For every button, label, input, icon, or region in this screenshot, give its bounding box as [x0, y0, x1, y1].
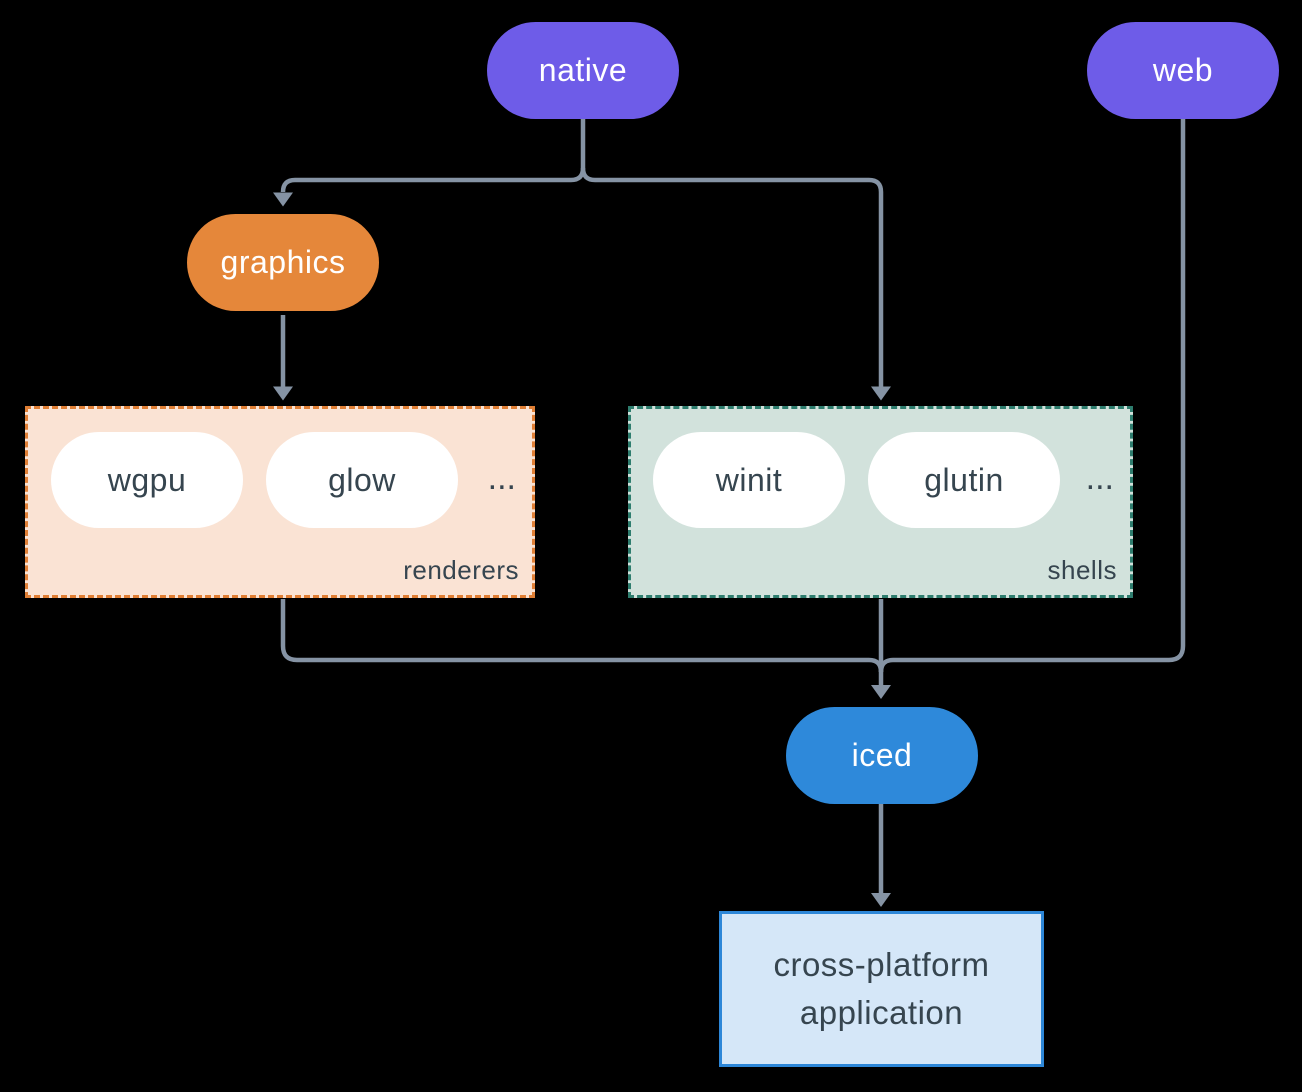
node-glow-label: glow	[328, 461, 396, 498]
arrowhead-shells	[871, 386, 891, 401]
group-shells: winit glutin ... shells	[628, 406, 1133, 598]
node-web[interactable]: web	[1087, 22, 1279, 119]
application-label-line1: cross-platform	[773, 946, 990, 983]
arrowhead-application	[871, 893, 891, 907]
node-winit[interactable]: winit	[653, 432, 845, 528]
arrowhead-graphics	[273, 192, 293, 207]
node-glutin[interactable]: glutin	[868, 432, 1060, 528]
node-iced-label: iced	[851, 737, 913, 773]
node-graphics[interactable]: graphics	[187, 214, 379, 311]
arrowhead-iced	[871, 685, 891, 699]
renderers-group-label: renderers	[403, 555, 519, 585]
node-glutin-label: glutin	[924, 461, 1004, 498]
shells-ellipsis: ...	[1085, 459, 1114, 497]
node-wgpu-label: wgpu	[107, 461, 187, 498]
node-web-label: web	[1152, 52, 1214, 88]
shells-group-label: shells	[1047, 555, 1117, 585]
node-cross-platform-application[interactable]: cross-platform application	[719, 911, 1044, 1067]
node-wgpu[interactable]: wgpu	[51, 432, 243, 528]
renderers-ellipsis: ...	[487, 459, 516, 497]
node-glow[interactable]: glow	[266, 432, 458, 528]
edge-renderers-to-junction	[280, 599, 884, 673]
edge-native-to-graphics	[280, 119, 586, 193]
edge-native-to-shells	[580, 167, 884, 387]
node-iced[interactable]: iced	[786, 707, 978, 804]
node-graphics-label: graphics	[220, 244, 346, 280]
arrowhead-renderers	[273, 386, 293, 401]
group-renderers: wgpu glow ... renderers	[25, 406, 535, 598]
node-native[interactable]: native	[487, 22, 679, 119]
node-winit-label: winit	[715, 461, 783, 498]
application-label-line2: application	[799, 994, 964, 1031]
node-native-label: native	[538, 52, 628, 88]
